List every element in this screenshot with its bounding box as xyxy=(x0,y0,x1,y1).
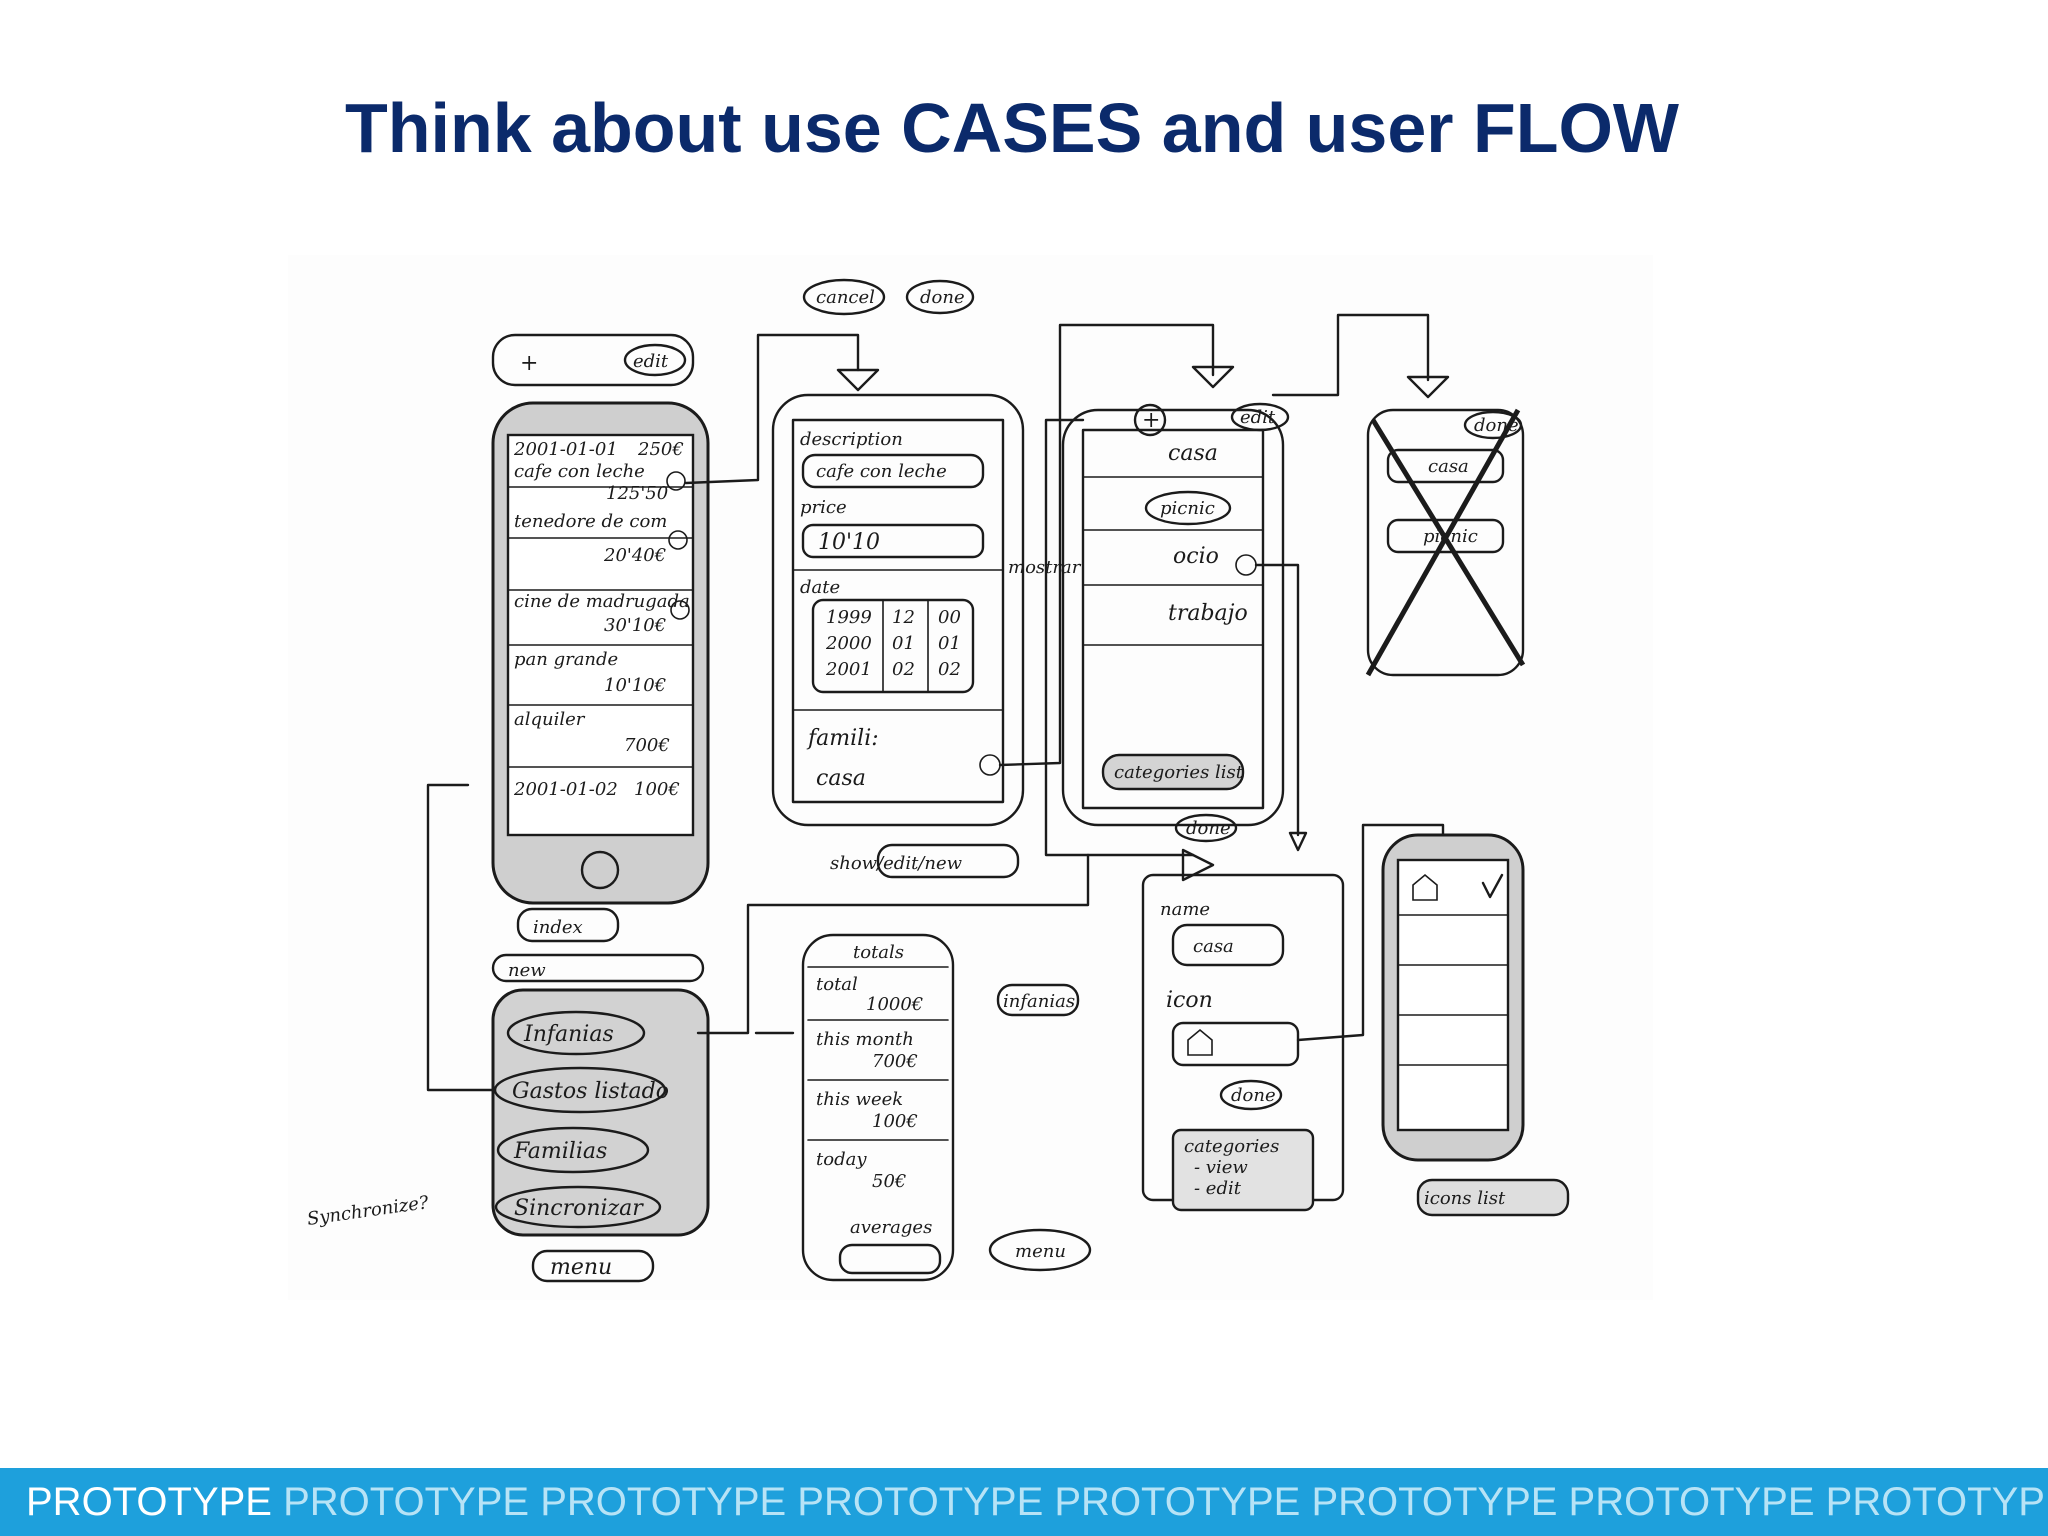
phone-edit-form: description cafe con leche price 10'10 d… xyxy=(771,323,1235,879)
description-label: description xyxy=(800,429,903,450)
show-edit-new-label: show/edit/new xyxy=(830,853,963,874)
month-1: 12 xyxy=(892,607,915,628)
day-1: 00 xyxy=(938,607,961,628)
chevron-right-icon xyxy=(670,600,690,620)
add-icon xyxy=(1133,403,1167,437)
footer-first-word: PROTOTYPE xyxy=(26,1480,272,1524)
new-label: new xyxy=(508,960,546,981)
footer-text: PROTOTYPE PROTOTYPE PROTOTYPE PROTOTYPE … xyxy=(26,1480,2045,1524)
infanias-label: infanias xyxy=(1003,991,1075,1012)
family-value: casa xyxy=(816,766,866,791)
expense-row-5-left: pan grande xyxy=(514,649,618,670)
chevron-right-icon xyxy=(1235,554,1257,576)
phone-totals: totals total 1000€ this month 700€ this … xyxy=(754,933,1092,1282)
name-value: casa xyxy=(1193,936,1234,957)
house-icon xyxy=(1187,1028,1213,1056)
category-footer-line-2: - view xyxy=(1194,1157,1248,1178)
month-3: 02 xyxy=(892,659,915,680)
category-ocio: ocio xyxy=(1173,544,1219,569)
expense-row-2-right: 125'50 xyxy=(606,483,668,504)
expense-row-4-left: cine de madrugada xyxy=(514,591,690,612)
done-label: done xyxy=(920,287,965,308)
expense-row-1-right: 250€ xyxy=(637,439,684,460)
crossed-item-picnic: picnic xyxy=(1423,526,1478,547)
expense-row-5-right: 10'10€ xyxy=(604,675,666,696)
phone-categories: + edit casa picnic ocio trabajo mostrar … xyxy=(1008,402,1308,882)
wireframe-sketch: + edit cancel done 2001-01-01 250€ cafe … xyxy=(288,255,1653,1300)
house-icon xyxy=(1412,873,1438,901)
top-toolbar-sketch: + edit cancel done xyxy=(491,278,975,387)
index-new-labels: index new xyxy=(491,907,705,983)
phone-crossed: done casa picnic xyxy=(1271,313,1526,677)
price-value: 10'10 xyxy=(818,530,880,555)
category-casa: casa xyxy=(1168,441,1218,466)
edit-label: edit xyxy=(633,351,669,372)
expense-row-4-right: 30'10€ xyxy=(604,615,666,636)
icons-list-label: icons list xyxy=(1424,1188,1506,1209)
totals-month-label: this month xyxy=(816,1029,914,1050)
expense-row-7-left: 2001-01-02 xyxy=(513,779,618,800)
index-label: index xyxy=(533,917,583,938)
totals-total-label: total xyxy=(816,974,858,995)
plus-label: + xyxy=(520,351,538,376)
add-label: + xyxy=(1142,408,1160,433)
phone-expense-list: 2001-01-01 250€ cafe con leche 125'50 te… xyxy=(491,333,880,905)
chevron-right-icon xyxy=(668,530,688,550)
totals-total-value: 1000€ xyxy=(866,994,923,1015)
menu-item-infanias: Infanias xyxy=(523,1022,614,1047)
expense-row-2-left: cafe con leche xyxy=(514,461,645,482)
year-3: 2001 xyxy=(825,659,872,680)
checkmark-icon xyxy=(1481,873,1504,899)
chevron-right-icon xyxy=(666,471,686,491)
totals-menu-label: menu xyxy=(1015,1241,1066,1262)
totals-today-value: 50€ xyxy=(872,1171,906,1192)
category-trabajo: trabajo xyxy=(1168,601,1248,626)
phone-category-form: name casa icon done categories - view - … xyxy=(1141,823,1445,1212)
footer-banner: PROTOTYPE PROTOTYPE PROTOTYPE PROTOTYPE … xyxy=(0,1468,2048,1536)
totals-week-value: 100€ xyxy=(872,1111,918,1132)
totals-week-label: this week xyxy=(816,1089,903,1110)
categories-done-label: done xyxy=(1186,818,1231,839)
category-footer-line-1: categories xyxy=(1184,1136,1279,1157)
crossed-item-casa: casa xyxy=(1428,456,1469,477)
slide-title: Think about use CASES and user FLOW xyxy=(345,89,1679,167)
averages-label: averages xyxy=(850,1217,932,1238)
menu-item-familias: Familias xyxy=(513,1139,607,1164)
totals-month-value: 700€ xyxy=(872,1051,918,1072)
year-1: 1999 xyxy=(826,607,872,628)
menu-item-sincronizar: Sincronizar xyxy=(514,1196,644,1221)
expense-row-6-right: 700€ xyxy=(624,735,670,756)
categories-list-label: categories list xyxy=(1114,762,1244,783)
expense-row-3-left: tenedore de com xyxy=(514,511,667,532)
cancel-label: cancel xyxy=(816,287,875,308)
expense-row-3-right: 20'40€ xyxy=(603,545,666,566)
date-label: date xyxy=(800,577,840,598)
category-form-done-label: done xyxy=(1231,1085,1276,1106)
footer-repeated-words: PROTOTYPE PROTOTYPE PROTOTYPE PROTOTYPE … xyxy=(283,1480,2045,1524)
day-2: 01 xyxy=(938,633,961,654)
description-value: cafe con leche xyxy=(816,461,947,482)
expense-row-1-left: 2001-01-01 xyxy=(513,439,618,460)
month-2: 01 xyxy=(892,633,915,654)
category-picnic: picnic xyxy=(1160,498,1215,519)
family-label: famili: xyxy=(806,726,879,751)
year-2: 2000 xyxy=(825,633,872,654)
menu-item-gastos: Gastos listado xyxy=(512,1079,669,1104)
price-label: price xyxy=(800,497,847,518)
day-3: 02 xyxy=(938,659,961,680)
phone-icons-list: icons list xyxy=(1381,833,1570,1217)
sketch-drawing: + edit cancel done 2001-01-01 250€ cafe … xyxy=(306,278,1570,1283)
totals-today-label: today xyxy=(816,1149,867,1170)
totals-title: totals xyxy=(853,942,904,963)
name-label: name xyxy=(1160,899,1210,920)
categories-edit-label: edit xyxy=(1240,407,1276,428)
chevron-right-icon xyxy=(979,754,1001,776)
category-footer-line-3: - edit xyxy=(1194,1178,1242,1199)
expense-row-7-right: 100€ xyxy=(634,779,680,800)
menu-label: menu xyxy=(550,1255,612,1280)
synchronize-note: Synchronize? xyxy=(306,1192,430,1230)
icon-label: icon xyxy=(1166,988,1213,1013)
expense-row-6-left: alquiler xyxy=(514,709,586,730)
